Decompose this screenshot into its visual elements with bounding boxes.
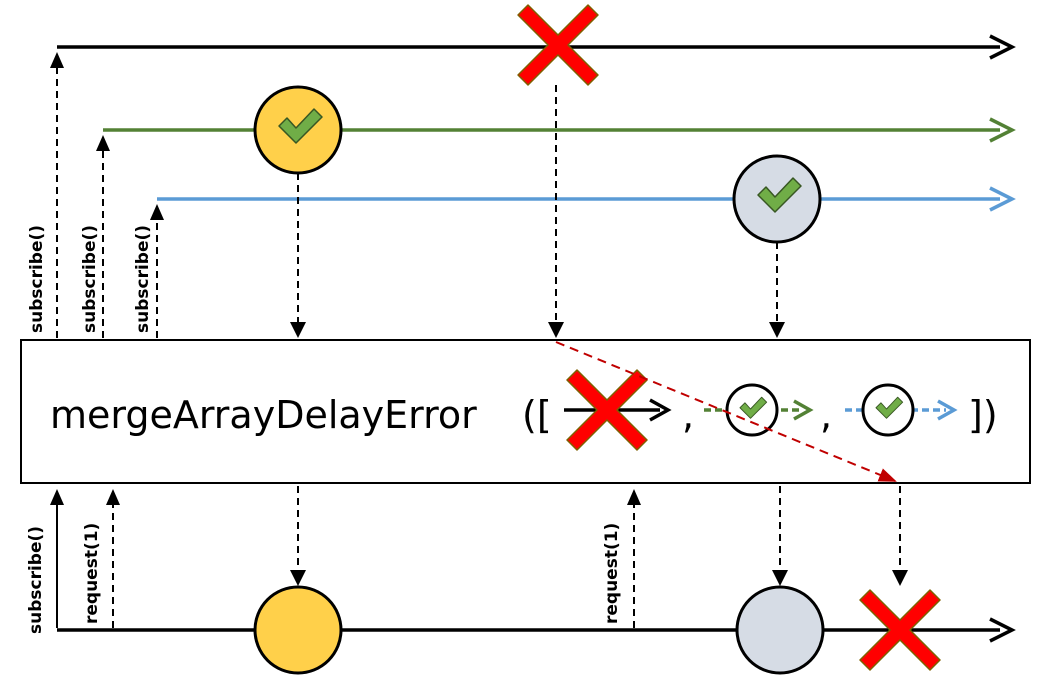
operator-open: ([ <box>522 393 552 437</box>
subscribe-label: subscribe() <box>80 225 100 333</box>
subscribe-label: subscribe() <box>133 225 153 333</box>
error-x-icon <box>517 4 599 86</box>
source-3-timeline <box>157 186 1016 212</box>
request-label: request(1) <box>82 523 102 624</box>
separator-comma: , <box>682 393 694 437</box>
inline-source-2 <box>704 383 814 437</box>
inline-source-1 <box>564 369 672 451</box>
separator-comma: , <box>820 393 832 437</box>
inline-source-3 <box>845 383 958 437</box>
output-emission-2 <box>735 585 825 675</box>
source-2-emission <box>253 85 343 175</box>
request-label: request(1) <box>602 523 622 624</box>
operator-close: ]) <box>968 393 998 437</box>
subscribe-arrows-sources <box>50 52 164 338</box>
source-2-timeline <box>103 117 1016 143</box>
emission-arrows-in <box>290 85 785 338</box>
source-1-error <box>517 4 599 86</box>
subscribe-label: subscribe() <box>26 526 46 634</box>
downstream-upward-arrows <box>50 489 641 628</box>
delayed-error-arrow <box>555 341 897 482</box>
operator-name: mergeArrayDelayError <box>50 393 477 437</box>
source-1-timeline <box>57 34 1016 60</box>
output-emission-1 <box>253 585 343 675</box>
emission-arrows-out <box>290 486 908 586</box>
source-3-emission <box>732 154 822 244</box>
output-timeline <box>57 617 1016 643</box>
subscribe-label: subscribe() <box>27 225 47 333</box>
